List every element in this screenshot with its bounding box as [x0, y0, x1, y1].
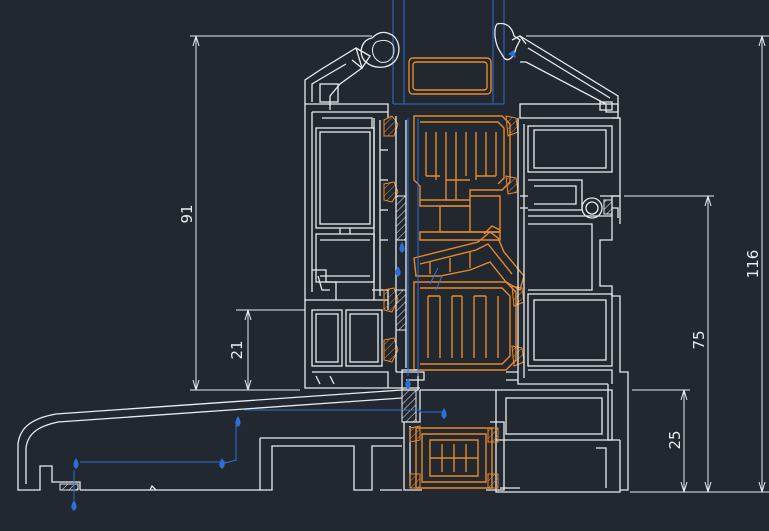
dimension-116: 116 — [526, 35, 769, 493]
dimension-label-75: 75 — [690, 330, 708, 349]
glazing-bead — [519, 35, 619, 119]
sash-frame-left — [304, 104, 388, 301]
drainage-path — [71, 118, 447, 511]
dimension-label-91: 91 — [178, 204, 196, 223]
water-drop-icon — [73, 458, 79, 469]
glazing-gasket-right — [494, 22, 527, 61]
dimension-label-25: 25 — [666, 430, 684, 449]
thermal-break-bottom — [409, 425, 499, 489]
water-drop-icon — [71, 500, 77, 511]
frame-top-left — [304, 47, 389, 118]
dimension-label-21: 21 — [228, 340, 246, 359]
dimension-21: 21 — [228, 309, 305, 391]
dimension-label-116: 116 — [744, 250, 762, 279]
external-sill — [17, 389, 417, 491]
thermal-break-mid — [413, 225, 525, 292]
dimension-25: 25 — [632, 389, 690, 493]
glazing-gasket-left — [351, 31, 400, 69]
water-drop-icon — [399, 242, 405, 253]
sash-frame-right — [506, 118, 613, 385]
water-drop-icon — [219, 458, 225, 469]
sash-frame-left-lower — [304, 289, 420, 389]
center-mullion — [395, 116, 425, 391]
glass-pane — [392, 0, 505, 105]
dimension-75: 75 — [624, 195, 714, 493]
dimension-91: 91 — [178, 35, 372, 391]
frame-right — [581, 117, 629, 491]
water-drop-icon — [441, 408, 447, 419]
